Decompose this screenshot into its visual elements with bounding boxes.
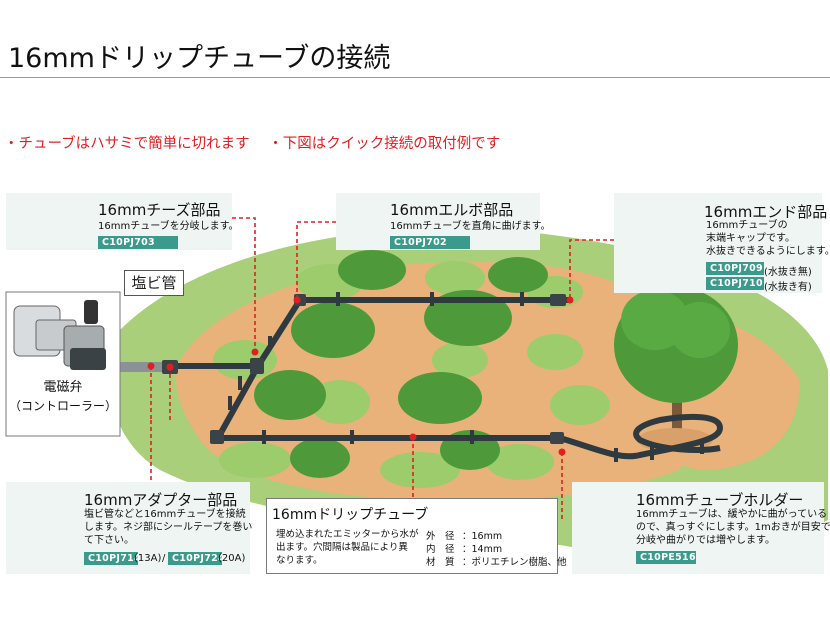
end-desc-1: 16mmチューブの [706, 220, 788, 231]
pvc-pipe-label: 塩ビ管 [124, 270, 184, 296]
tees-title: 16mmチーズ部品 [98, 201, 221, 219]
holder-desc-1: 16mmチューブは、緩やかに曲がっている [636, 509, 828, 520]
adapter-code-1: C10PJ714 [84, 552, 141, 565]
leader-lines [150, 217, 614, 520]
tree [614, 287, 738, 452]
holder-desc-2: ので、真っすぐにします。1mおきが目安です。 [636, 522, 830, 533]
end-desc-2: 末端キャップです。 [706, 233, 795, 244]
controller-illustration [5, 291, 121, 437]
end-title: 16mmエンド部品 [704, 203, 828, 221]
elbow-title: 16mmエルボ部品 [390, 201, 514, 219]
spec-id-key: 内 径 [426, 544, 455, 555]
drip-desc-1: 埋め込まれたエミッターから水が [276, 529, 419, 540]
drip-title: 16mmドリップチューブ [272, 507, 429, 523]
shrubs-back [213, 261, 610, 488]
adapter-code-sep: / [162, 553, 166, 564]
end-desc-3: 水抜きできるようにします。 [706, 246, 830, 257]
drip-tube-box [266, 498, 558, 574]
notes: ・チューブはハサミで簡単に切れます ・下図はクイック接続の取付例です [4, 132, 514, 153]
end-box [614, 193, 822, 293]
spec-od-val: ：16mm [462, 531, 503, 542]
adapter-code-1-note: (13A) [134, 553, 162, 564]
elbow-code: C10PJ702 [390, 236, 470, 249]
drip-desc-2: 出ます。穴間隔は製品により異 [276, 542, 408, 553]
holder-box [572, 482, 824, 574]
end-code-1: C10PJ709 [706, 262, 764, 275]
tees-desc: 16mmチューブを分岐します。 [98, 221, 239, 232]
spec-mat-key: 材 質 [426, 557, 455, 568]
spec-mat-val: ：ポリエチレン樹脂、他 [462, 557, 567, 568]
drip-desc-3: なります。 [276, 555, 323, 566]
controller-label-line1: 電磁弁 [43, 380, 83, 395]
end-code-2: C10PJ710 [706, 277, 764, 290]
adapter-code-2: C10PJ724 [168, 552, 225, 565]
controller-label-line2: （コントローラー） [8, 399, 117, 413]
shrubs-front [254, 250, 548, 478]
note-cut: ・チューブはハサミで簡単に切れます [4, 136, 250, 152]
page-title: 16mmドリップチューブの接続 [8, 43, 391, 74]
adapter-desc-2: します。ネジ部にシールテープを巻い [84, 522, 253, 533]
end-code-1-note: (水抜き無) [764, 267, 812, 278]
adapter-title: 16mmアダプター部品 [84, 491, 238, 509]
adapter-desc-3: て下さい。 [84, 535, 134, 546]
elbow-desc: 16mmチューブを直角に曲げます。 [390, 221, 551, 232]
note-example: ・下図はクイック接続の取付例です [268, 136, 501, 152]
holder-desc-3: 分岐や曲がりでは増やします。 [636, 535, 775, 546]
holder-title: 16mmチューブホルダー [636, 491, 804, 509]
adapter-code-2-note: (20A) [218, 553, 246, 564]
controller-label: 電磁弁 （コントローラー） [6, 376, 120, 414]
spec-od-key: 外 径 [426, 531, 455, 542]
holder-code: C10PE516 [636, 551, 696, 564]
end-code-2-note: (水抜き有) [764, 282, 812, 293]
title-divider [0, 77, 830, 78]
adapter-desc-1: 塩ビ管などと16mmチューブを接続 [84, 509, 246, 520]
spec-id-val: ：14mm [462, 544, 503, 555]
tees-code: C10PJ703 [98, 236, 178, 249]
tube-holders [228, 292, 704, 462]
